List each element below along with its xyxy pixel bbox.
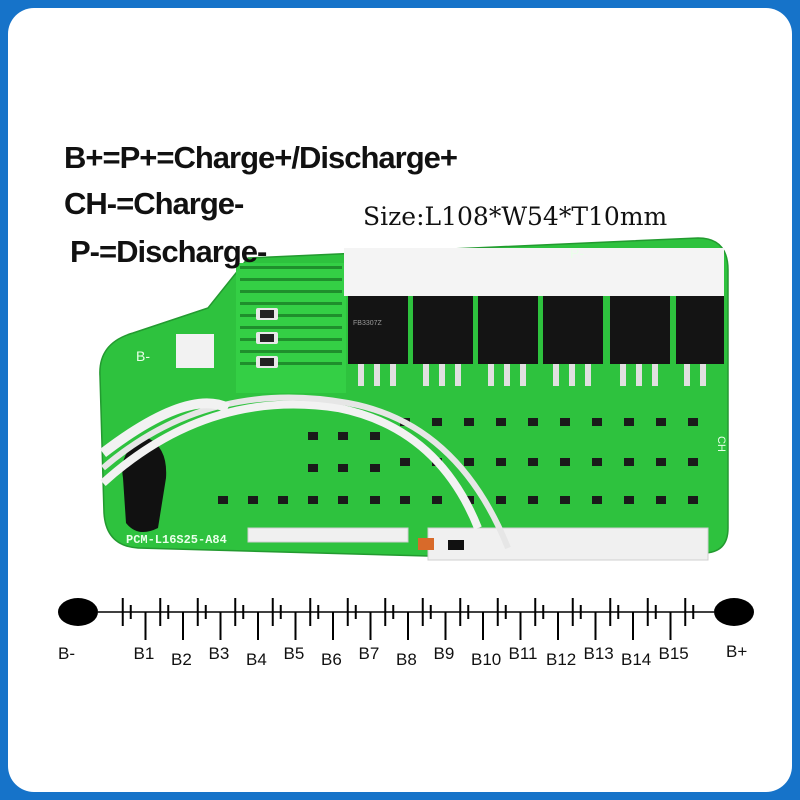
- cell-tap-label: B2: [171, 650, 192, 669]
- cell-tap-label: B13: [583, 644, 614, 663]
- cell-tap-label: B11: [508, 644, 538, 663]
- board-part-number: PCM-L16S25-A84: [126, 533, 227, 547]
- cell-tap-label: B3: [208, 644, 230, 663]
- legend-line-charge-minus: CH-=Charge-: [64, 186, 244, 221]
- image-frame: B- P- CH PCM-L16S25-A84 FB3307Z B+=P+=Ch…: [8, 8, 792, 792]
- cell-tap-label: B8: [396, 650, 417, 669]
- cell-label-b-plus: B+: [726, 642, 748, 661]
- cell-tap-label: B4: [246, 650, 267, 669]
- cell-tap-label: B9: [433, 644, 455, 663]
- cell-tap-label: B7: [358, 644, 380, 663]
- cell-label-b-minus: B-: [58, 644, 75, 663]
- pad-label-p-minus: P-: [570, 245, 584, 261]
- cell-tap-label: B5: [283, 644, 305, 663]
- pad-label-b-minus: B-: [136, 348, 150, 364]
- pcb-board-photo: [8, 8, 792, 792]
- legend-line-discharge-minus: P-=Discharge-: [70, 234, 267, 269]
- cell-series-diagram: [8, 8, 792, 792]
- mosfet-marking: FB3307Z: [353, 320, 382, 327]
- cell-tap-label: B6: [321, 650, 342, 669]
- cell-tap-label: B10: [471, 650, 502, 669]
- cell-tap-label: B15: [658, 644, 689, 663]
- legend-line-charge-discharge-plus: B+=P+=Charge+/Discharge+: [64, 140, 458, 175]
- board-size-text: Size:L108*W54*T10mm: [363, 202, 668, 231]
- cell-tap-label: B14: [621, 650, 652, 669]
- cell-tap-label: B1: [133, 644, 155, 663]
- cell-tap-label: B12: [546, 650, 577, 669]
